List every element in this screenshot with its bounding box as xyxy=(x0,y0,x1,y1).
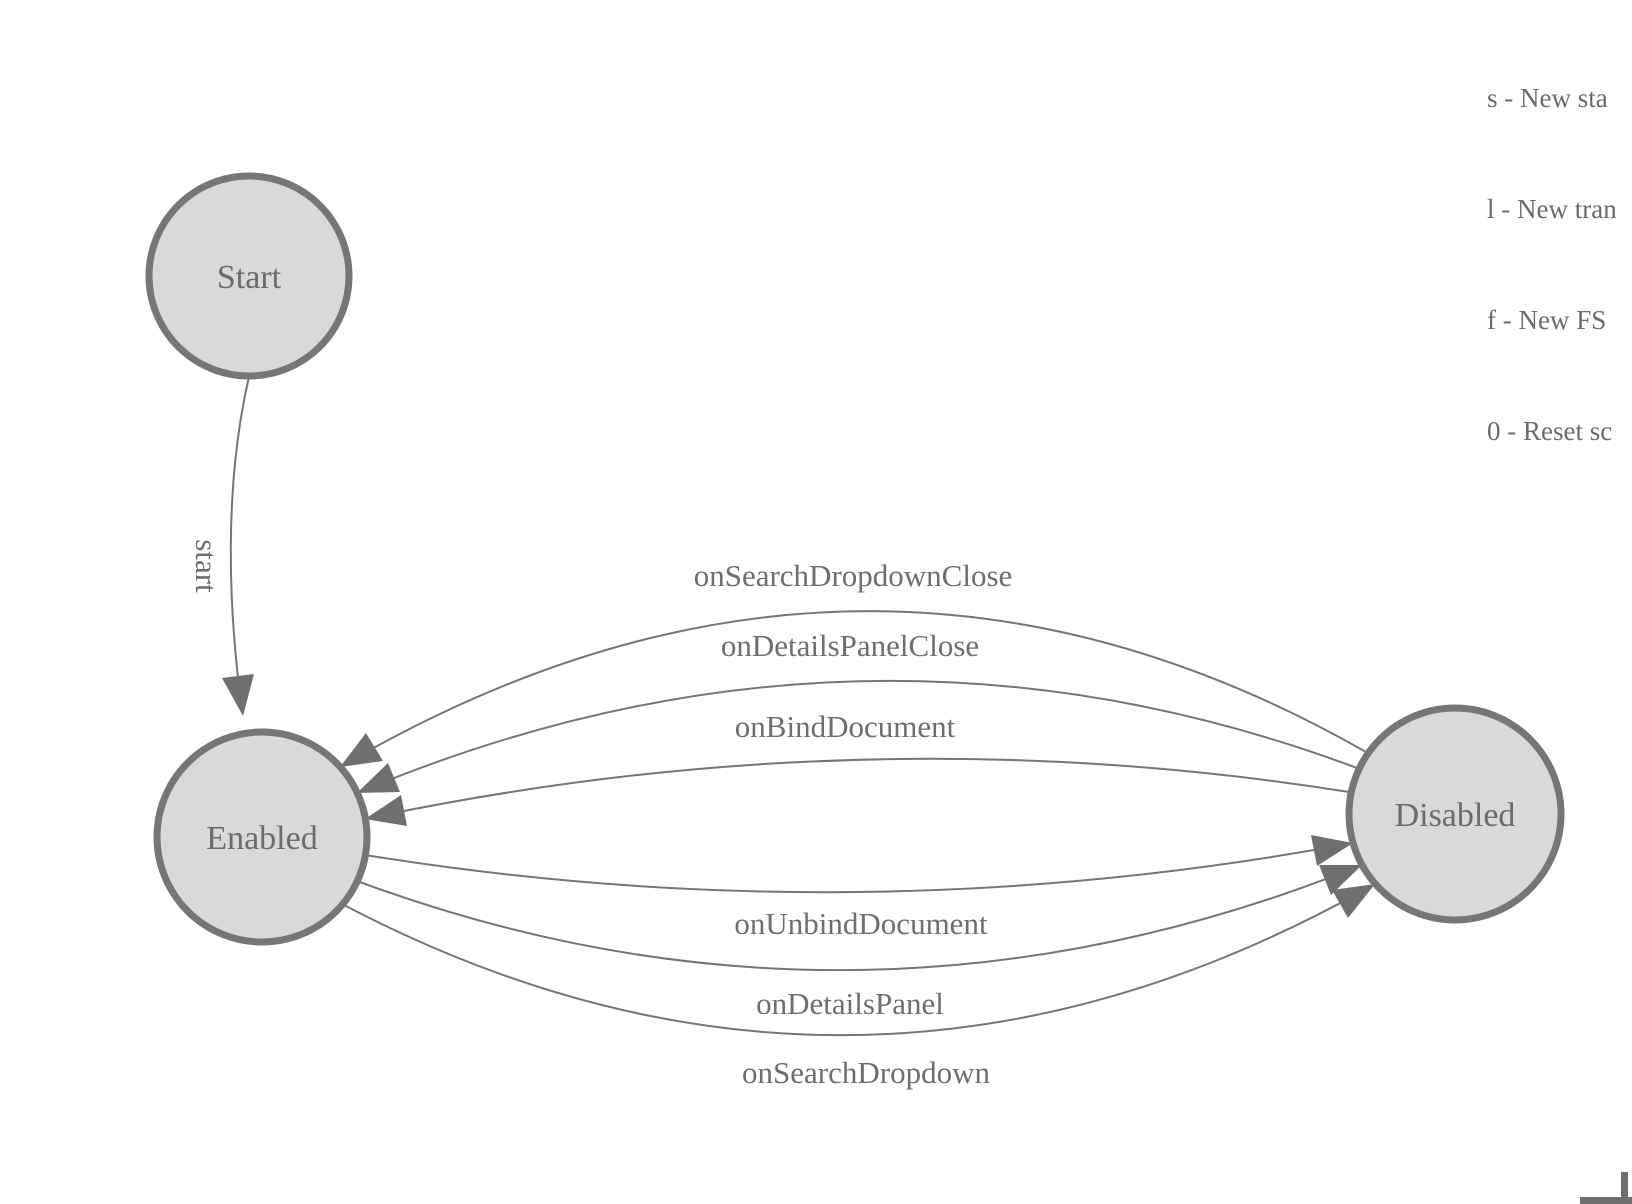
edge-label-onDetailsPanelClose: onDetailsPanelClose xyxy=(721,628,979,663)
arrowhead-icon xyxy=(340,733,383,767)
edge-onSearchDropdownClose[interactable] xyxy=(339,610,1367,768)
arrowhead-icon xyxy=(1332,884,1375,918)
canvas-corner xyxy=(1621,1172,1628,1204)
edge-onDetailsPanelClose[interactable] xyxy=(356,679,1358,794)
edge-label-start: start xyxy=(189,539,224,593)
edge-label-onSearchDropdownClose: onSearchDropdownClose xyxy=(694,558,1013,593)
state-label-enabled: Enabled xyxy=(206,820,317,857)
canvas-corner xyxy=(1580,1197,1632,1204)
arrowhead-icon xyxy=(357,763,400,793)
edge-label-onBindDocument: onBindDocument xyxy=(735,709,956,744)
edge-label-onSearchDropdown: onSearchDropdown xyxy=(742,1055,990,1090)
edge-label-onUnbindDocument: onUnbindDocument xyxy=(734,906,988,941)
edge-start[interactable] xyxy=(229,376,250,711)
edge-onUnbindDocument[interactable] xyxy=(364,842,1354,894)
legend-line: 0 - Reset sc xyxy=(1487,416,1613,446)
state-node-enabled[interactable] xyxy=(153,728,371,946)
arrowhead-icon xyxy=(222,674,254,716)
legend-line: s - New sta xyxy=(1487,83,1608,113)
state-label-disabled: Disabled xyxy=(1395,797,1516,834)
state-label-start: Start xyxy=(217,259,282,296)
edge-onSearchDropdown[interactable] xyxy=(341,883,1376,1037)
arrowhead-icon xyxy=(1311,835,1353,866)
state-node-start[interactable] xyxy=(145,172,353,380)
legend-line: l - New tran xyxy=(1487,194,1617,224)
edge-onBindDocument[interactable] xyxy=(364,757,1350,820)
arrowhead-icon xyxy=(365,795,407,826)
legend-line: f - New FS xyxy=(1487,305,1607,335)
state-node-disabled[interactable] xyxy=(1345,704,1565,924)
arrowhead-icon xyxy=(1319,865,1362,895)
edge-label-onDetailsPanel: onDetailsPanel xyxy=(756,986,944,1021)
legend: s - New sta l - New tran f - New FS 0 - … xyxy=(1487,6,1617,524)
edge-onDetailsPanel[interactable] xyxy=(356,864,1363,972)
